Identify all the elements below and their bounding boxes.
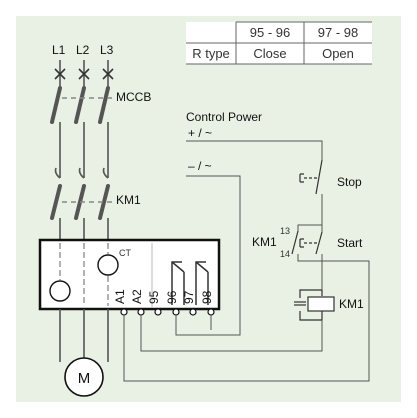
phase-l2-label: L2: [76, 43, 90, 57]
mccb-label: MCCB: [116, 90, 151, 104]
diagram-panel: [16, 16, 401, 402]
negative-label: – / ~: [188, 159, 212, 173]
positive-label: + / ~: [188, 126, 212, 140]
start-button-icon: [299, 231, 323, 255]
relay-internal-phase-lines: [59, 243, 109, 306]
table-row-label: R type: [192, 46, 230, 61]
km1-aux-label: KM1: [252, 235, 277, 249]
km1-coil-icon: [294, 289, 335, 321]
phase-l1-label: L1: [52, 43, 66, 57]
motor-circle-icon: [64, 357, 104, 397]
terminal-98: 98: [200, 290, 214, 304]
phase-lines-mid: [54, 122, 109, 179]
terminal-a1: A1: [113, 289, 127, 304]
table-header-95-96: 95 - 96: [250, 25, 290, 40]
terminal-95: 95: [147, 290, 161, 304]
relay-terminal-labels: A1 A2 95 96 97 98: [113, 289, 214, 304]
contact-13-label: 13: [280, 226, 290, 236]
km1-aux-contact-icon: [291, 230, 299, 255]
stop-button-icon: [299, 159, 323, 195]
relay-contact-table: 95 - 96 97 - 98 R type Close Open: [186, 21, 372, 65]
start-label: Start: [337, 236, 363, 250]
overload-relay-box: [38, 238, 221, 311]
table-cell-close: Close: [253, 46, 286, 61]
km1-contactor-label: KM1: [116, 193, 141, 207]
relay-aux-contacts: [171, 261, 209, 305]
terminal-96: 96: [165, 290, 179, 304]
phase-lines-lower: [59, 218, 109, 242]
table-cell-open: Open: [322, 46, 354, 61]
terminal-97: 97: [182, 290, 196, 304]
motor-label: M: [78, 370, 91, 387]
control-power-label: Control Power: [186, 110, 262, 124]
table-header-97-98: 97 - 98: [318, 25, 358, 40]
ct-label: CT: [119, 248, 131, 258]
ct-circle-icon: [97, 254, 119, 276]
terminal-a2: A2: [130, 289, 144, 304]
mccb-breaker-icon: [54, 68, 114, 80]
phase-l3-label: L3: [100, 43, 114, 57]
km1-coil-label: KM1: [339, 297, 364, 311]
contact-14-label: 14: [280, 249, 290, 259]
stop-label: Stop: [337, 175, 362, 189]
mccb-contacts: [50, 86, 110, 124]
control-wiring: [123, 140, 370, 382]
phase-lines-to-motor: [59, 309, 109, 362]
ct-circle-left-icon: [49, 280, 71, 302]
